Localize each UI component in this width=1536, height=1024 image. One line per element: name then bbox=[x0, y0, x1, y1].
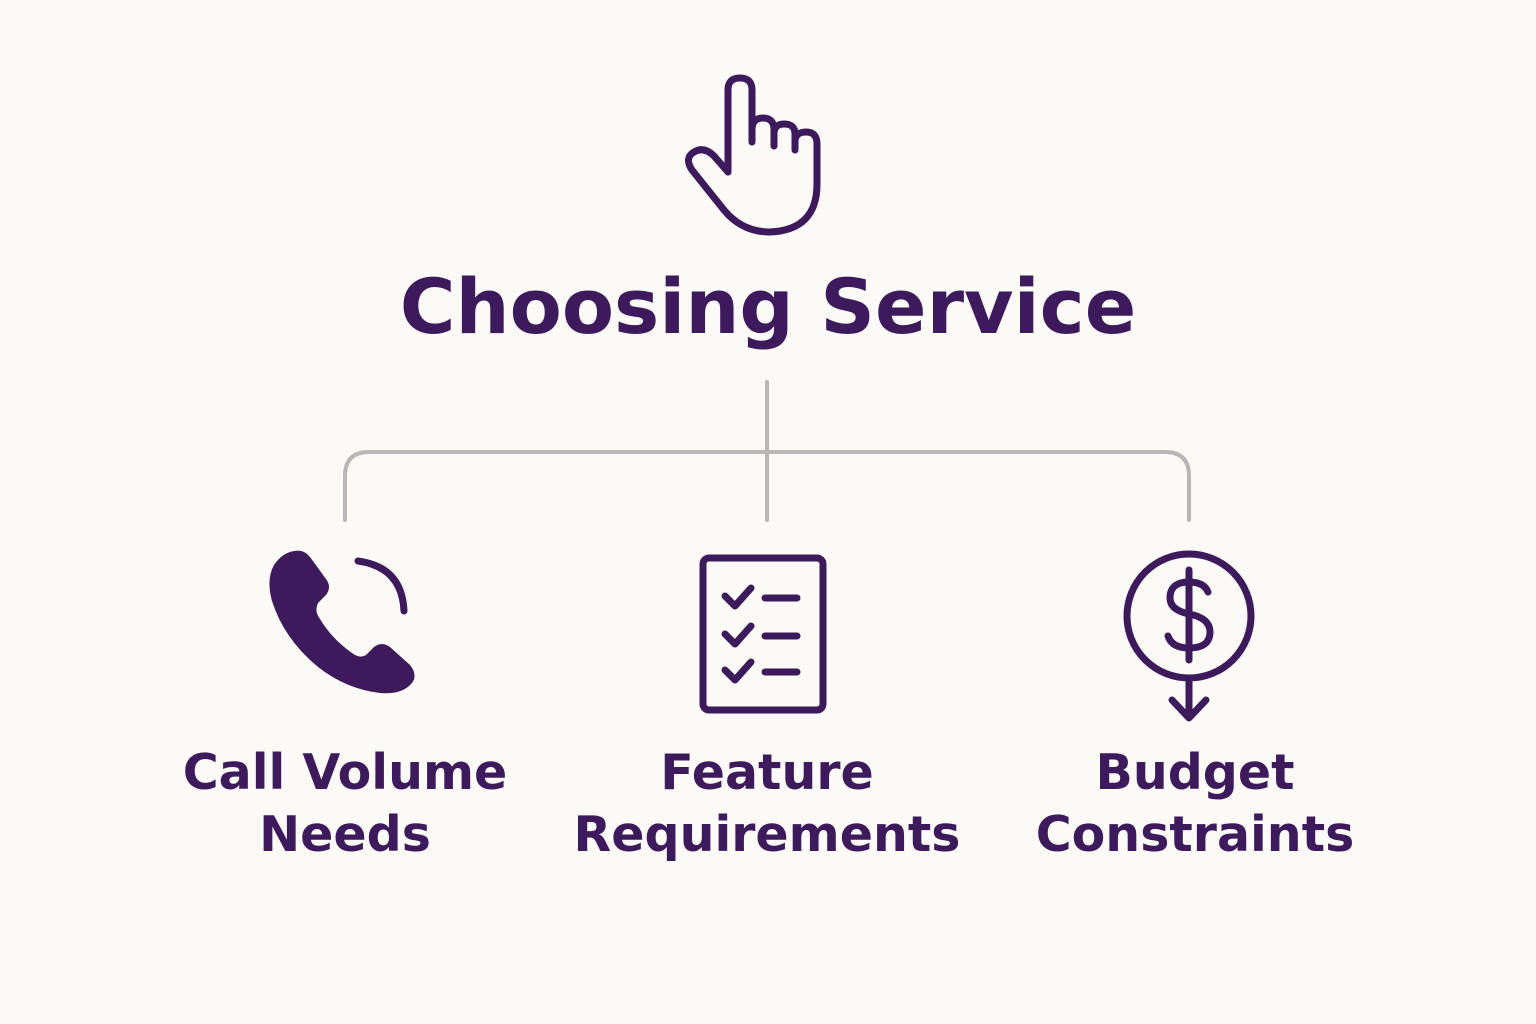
pointing-hand-icon bbox=[680, 72, 830, 242]
branch-label-budget-constraints: Budget Constraints bbox=[985, 742, 1405, 866]
branch-label-line: Needs bbox=[259, 806, 431, 863]
diagram-title: Choosing Service bbox=[399, 262, 1137, 351]
branch-label-feature-requirements: Feature Requirements bbox=[557, 742, 977, 866]
branch-label-line: Feature bbox=[660, 744, 874, 801]
phone-call-icon bbox=[262, 545, 422, 695]
branch-label-line: Call Volume bbox=[182, 744, 508, 801]
connector-branch-bar bbox=[343, 450, 1191, 522]
branch-label-line: Requirements bbox=[573, 806, 961, 863]
branch-label-line: Constraints bbox=[1035, 806, 1355, 863]
branch-label-line: Budget bbox=[1095, 744, 1295, 801]
checklist-icon bbox=[697, 552, 829, 716]
branch-label-call-volume: Call Volume Needs bbox=[135, 742, 555, 866]
dollar-down-icon bbox=[1118, 548, 1260, 726]
